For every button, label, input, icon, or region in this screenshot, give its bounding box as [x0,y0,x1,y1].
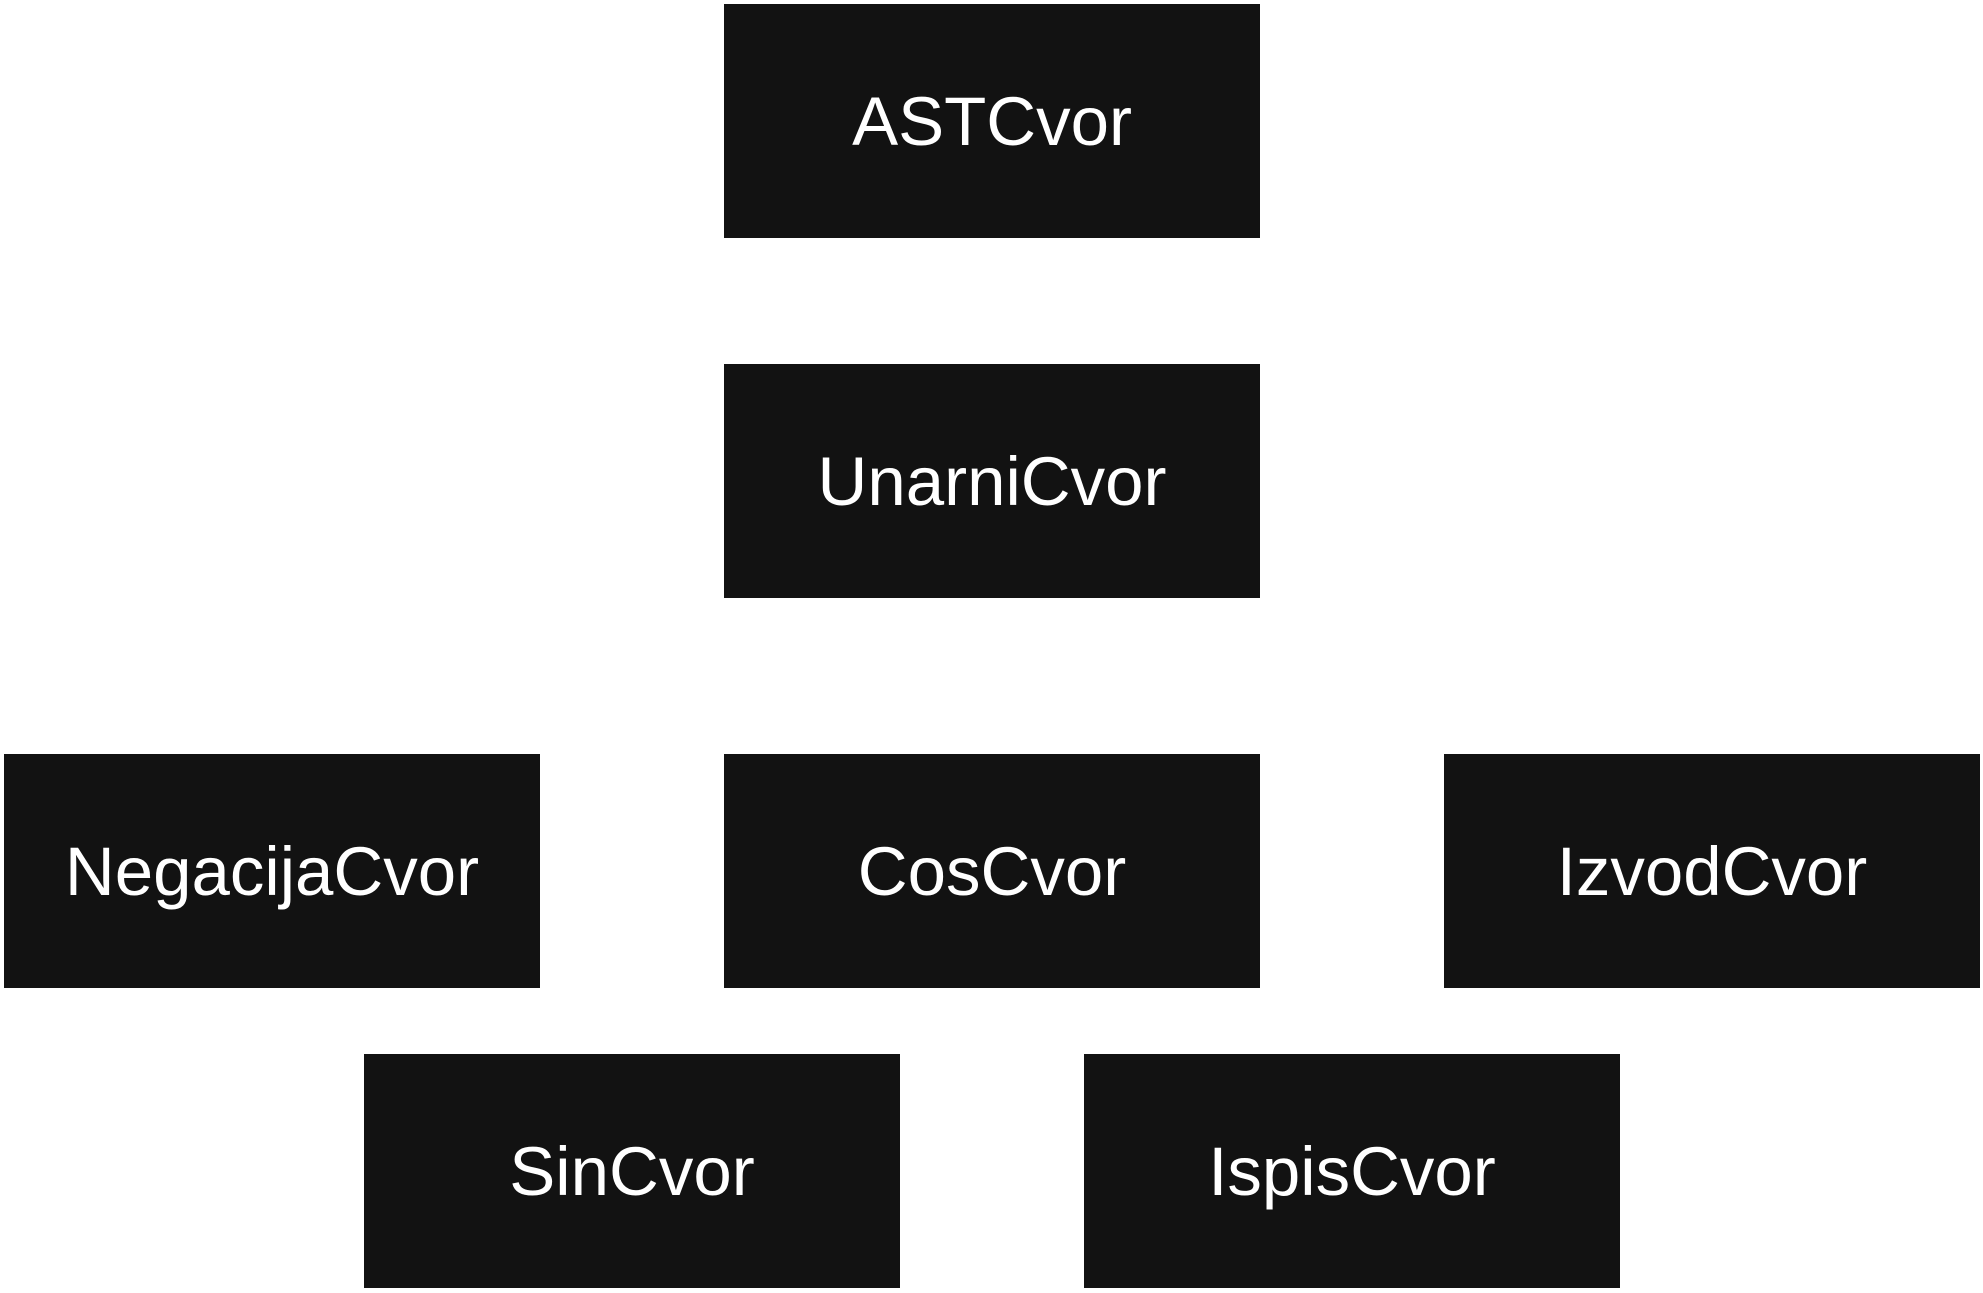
node-ispiscvor: IspisCvor [1084,1054,1620,1288]
node-izvodcvor: IzvodCvor [1444,754,1980,988]
node-negacijacvor: NegacijaCvor [4,754,540,988]
node-unarnicvor: UnarniCvor [724,364,1260,598]
node-sincvor: SinCvor [364,1054,900,1288]
node-coscvor: CosCvor [724,754,1260,988]
node-astcvor: ASTCvor [724,4,1260,238]
